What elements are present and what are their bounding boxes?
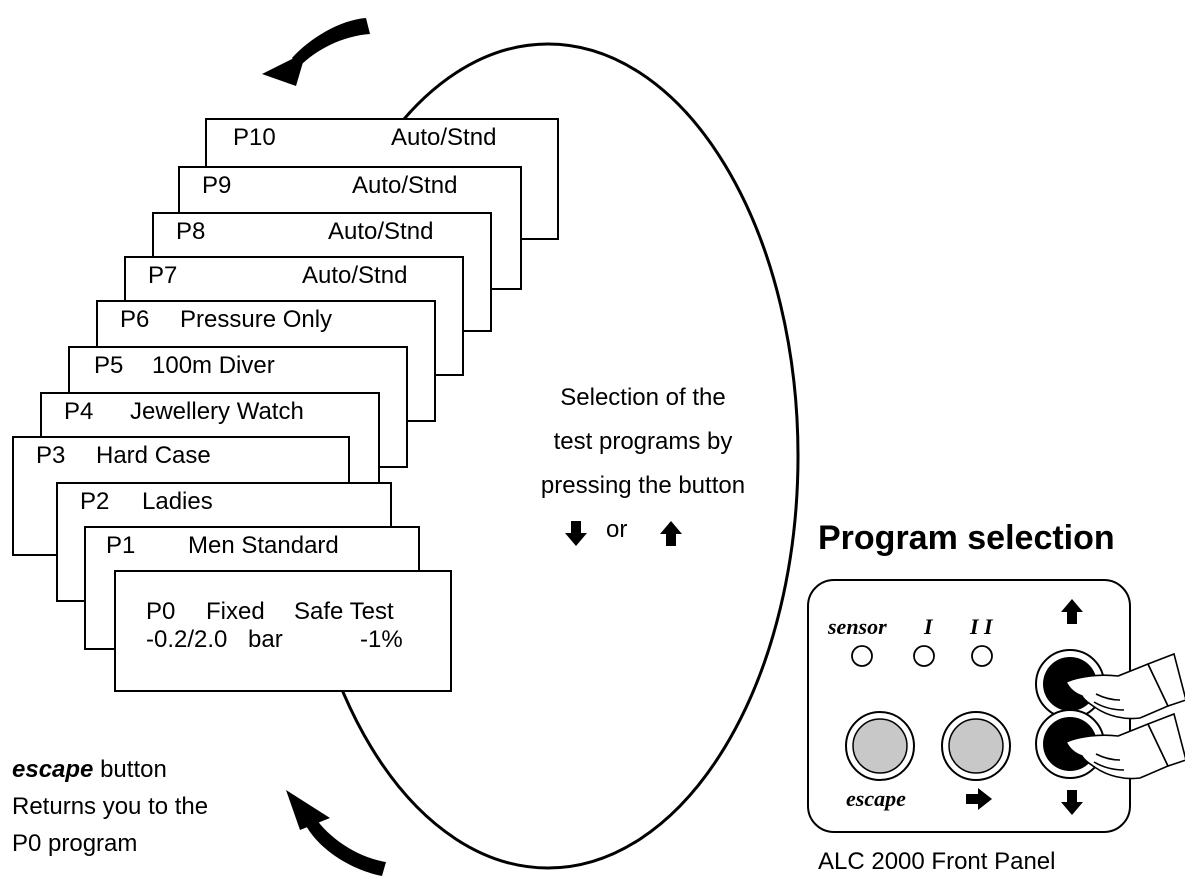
panel-up-arrow-icon — [1061, 599, 1083, 624]
program-mode: Men Standard — [188, 532, 339, 559]
rotate-arrow-bottom-icon — [286, 790, 386, 876]
panel-down-arrow-icon — [1061, 790, 1083, 815]
program-mode: Hard Case — [96, 442, 211, 469]
p0-label: P0 — [146, 598, 176, 625]
program-mode: Ladies — [142, 488, 213, 515]
program-mode: Auto/Stnd — [328, 218, 434, 245]
escape-note-rest: button — [93, 756, 167, 783]
p0-tolerance: -1% — [360, 626, 403, 653]
led-1-label: I — [924, 614, 933, 639]
p0-unit: bar — [248, 626, 283, 653]
program-label: P3 — [36, 442, 66, 469]
pointing-hand-icon — [1064, 652, 1185, 720]
program-mode: Auto/Stnd — [302, 262, 408, 289]
escape-note-line2: Returns you to the — [12, 793, 209, 820]
program-label: P8 — [176, 218, 206, 245]
program-label: P2 — [80, 488, 110, 515]
pointing-hand-icon — [1064, 712, 1185, 780]
program-label: P7 — [148, 262, 178, 289]
up-arrow-icon — [660, 521, 682, 546]
led-1 — [913, 645, 935, 667]
selection-instruction-line3: pressing the button — [540, 472, 746, 499]
led-2 — [971, 645, 993, 667]
led-2-label: I I — [970, 614, 993, 639]
p0-type: Safe Test — [294, 598, 394, 625]
escape-note-line3: P0 program — [12, 830, 138, 857]
program-mode: Jewellery Watch — [130, 398, 304, 425]
p0-mode: Fixed — [206, 598, 265, 625]
program-screen-p0: P0 Fixed Safe Test -0.2/2.0 bar -1% — [114, 570, 452, 692]
escape-label: escape — [846, 786, 906, 811]
sensor-label: sensor — [828, 614, 887, 639]
panel-enter-button[interactable] — [941, 711, 1011, 781]
selection-instruction-line2: test programs by — [553, 428, 733, 455]
down-arrow-icon — [565, 521, 587, 546]
program-mode: Auto/Stnd — [352, 172, 458, 199]
panel-right-arrow-icon — [966, 788, 992, 810]
rotate-arrow-top-icon — [262, 18, 370, 86]
sensor-led — [851, 645, 873, 667]
escape-note-line1: escape button — [12, 756, 167, 784]
front-panel — [807, 579, 1185, 833]
program-label: P1 — [106, 532, 136, 559]
selection-or-word: or — [606, 516, 628, 543]
program-label: P10 — [233, 124, 276, 151]
program-label: P4 — [64, 398, 94, 425]
program-label: P6 — [120, 306, 150, 333]
escape-note-bold: escape — [12, 756, 94, 783]
program-mode: Auto/Stnd — [391, 124, 497, 151]
program-mode: Pressure Only — [180, 306, 333, 333]
p0-range: -0.2/2.0 — [146, 626, 228, 653]
panel-caption: ALC 2000 Front Panel — [818, 848, 1056, 875]
program-label: P5 — [94, 352, 124, 379]
panel-title: Program selection — [818, 519, 1115, 557]
program-label: P9 — [202, 172, 232, 199]
panel-escape-button[interactable] — [845, 711, 915, 781]
selection-instruction-line1: Selection of the — [560, 384, 726, 411]
program-mode: 100m Diver — [152, 352, 275, 379]
